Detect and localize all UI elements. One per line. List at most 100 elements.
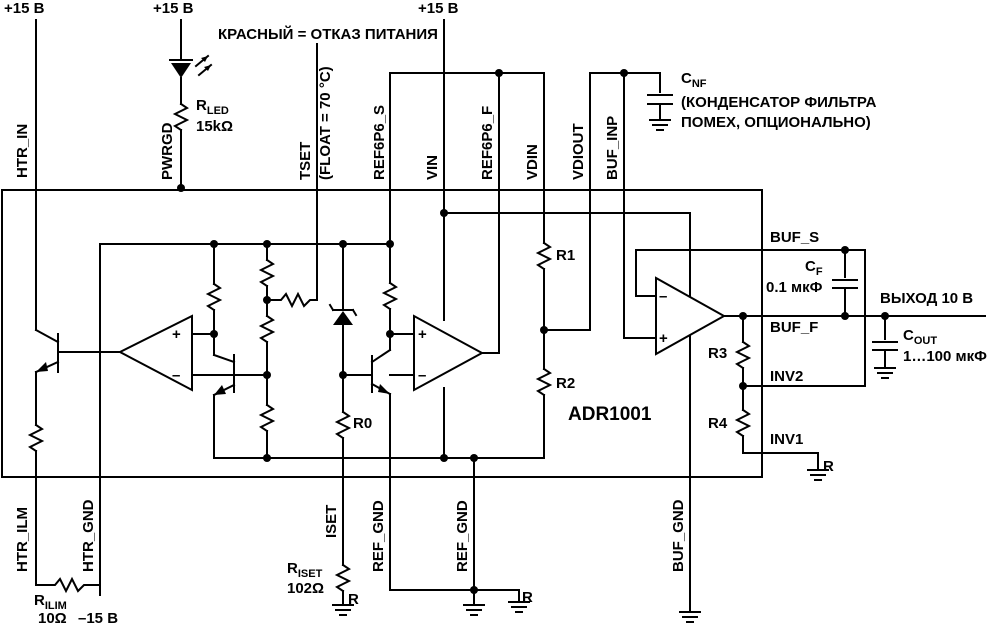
cnf-note-2: ПОМЕХ, ОПЦИОНАЛЬНО) [681, 114, 871, 131]
opamp2-plus: + [418, 326, 427, 343]
pin-iset: ISET [323, 505, 340, 538]
r1-label: R1 [556, 247, 575, 264]
r4-label: R4 [708, 415, 728, 432]
wire-vdiout [589, 72, 625, 331]
resistor-div1 [205, 282, 223, 312]
supply-label-1: +15 В [4, 0, 45, 17]
tset-float-note: (FLOAT = 70 °C) [317, 66, 334, 180]
resistor-div2a [258, 258, 276, 288]
q2-arrow [214, 385, 226, 395]
opamp3-plus: + [659, 330, 668, 347]
q3-collector [370, 348, 392, 364]
riset-value: 102Ω [287, 580, 324, 597]
wire-cnf [623, 72, 661, 93]
cout-label: COUT [903, 327, 937, 347]
pin-tset: TSET [297, 142, 314, 180]
junction-div1 [210, 330, 218, 338]
ground-icon-inv1 [807, 469, 829, 481]
heater-transistor-arrow [36, 362, 48, 372]
capacitor-cf [832, 249, 858, 317]
led-note: КРАСНЫЙ = ОТКАЗ ПИТАНИЯ [218, 25, 438, 43]
wire-inv1 [742, 435, 819, 471]
zener-diode-icon [328, 303, 358, 325]
junction-div2 [263, 371, 271, 379]
r3-label: R3 [708, 345, 727, 362]
wire-bottom-rail [266, 394, 545, 459]
q2-collector [212, 353, 236, 364]
wire-ref6p6-bus [389, 72, 545, 241]
heater-opamp [117, 314, 193, 392]
opamp3-minus: – [659, 288, 667, 305]
ref-opamp [413, 314, 485, 392]
resistor-r2 [535, 367, 553, 397]
pin-ref6p6-s: REF6P6_S [371, 105, 388, 180]
junction-pwrgd [177, 184, 185, 192]
rled-value: 15kΩ [196, 118, 233, 135]
opamp1-minus: – [172, 367, 180, 384]
cf-label: CF [805, 258, 823, 278]
resistor-tset [266, 291, 318, 309]
wire-q2-emitter [213, 394, 268, 459]
supply-label-2: +15 В [153, 0, 194, 17]
cf-value: 0.1 мкФ [766, 279, 823, 296]
ground-icon-ref-r [508, 601, 530, 613]
ground-label-inv1: R [823, 458, 834, 475]
resistor-r4 [734, 408, 752, 438]
wire-htr-gnd-rail [99, 243, 391, 596]
wire-vin-to-buffer [443, 212, 691, 297]
q3-arrow [378, 384, 390, 394]
resistor-r3 [734, 340, 752, 370]
heater-transistor-collector [34, 328, 60, 344]
pin-buf-inp: BUF_INP [604, 116, 621, 180]
cout-value: 1…100 мкФ [903, 348, 987, 365]
pin-ref-gnd-2: REF_GND [454, 500, 471, 572]
resistor-div2c [258, 403, 276, 433]
pin-htr-ilm: HTR_ILM [14, 507, 31, 572]
pin-pwrgd: PWRGD [159, 122, 176, 180]
pin-ref6p6-f: REF6P6_F [479, 106, 496, 180]
pin-buf-gnd: BUF_GND [670, 499, 687, 572]
pin-vdin: VDIN [524, 144, 541, 180]
resistor-r1 [535, 241, 553, 271]
resistor-r0 [334, 410, 352, 440]
rilim-label: RILIM [34, 592, 67, 612]
resistor-ref-s [381, 281, 399, 311]
pin-inv1: INV1 [770, 431, 803, 448]
ground-icon-riset [332, 604, 354, 616]
opamp1-plus: + [172, 326, 181, 343]
capacitor-cout [872, 315, 898, 379]
resistor-rilim [35, 576, 101, 594]
resistor-div2b [258, 314, 276, 344]
rilim-value: 10Ω [38, 610, 67, 627]
wire-buf-s [635, 249, 846, 297]
pin-vin: VIN [424, 155, 441, 180]
resistor-riset [334, 563, 352, 593]
pin-vdiout: VDIOUT [570, 123, 587, 180]
pin-htr-in: HTR_IN [14, 124, 31, 178]
wire-ref-gnd-join [389, 589, 520, 603]
cnf-note-1: (КОНДЕНСАТОР ФИЛЬТРА [681, 94, 877, 111]
pin-buf-s: BUF_S [770, 229, 819, 246]
ground-label-riset: R [348, 591, 359, 608]
r0-label: R0 [353, 415, 372, 432]
output-label: ВЫХОД 10 В [880, 290, 973, 307]
pin-ref-gnd-1: REF_GND [370, 500, 387, 572]
resistor-heater-sense [27, 423, 45, 453]
ic-title: ADR1001 [568, 404, 652, 425]
ic-body [1, 189, 763, 478]
ground-icon-buf [679, 611, 701, 623]
pin-inv2: INV2 [770, 368, 803, 385]
supply-label-neg: –15 В [78, 610, 118, 627]
pin-buf-f: BUF_F [770, 319, 818, 336]
ground-label-ref: R [522, 589, 533, 606]
resistor-rled [172, 102, 190, 132]
led-icon [169, 54, 213, 78]
capacitor-cnf [647, 94, 673, 131]
ground-icon-ref [463, 604, 485, 616]
cnf-label: CNF [681, 70, 707, 90]
r2-label: R2 [556, 375, 575, 392]
riset-label: RISET [287, 560, 323, 580]
opamp2-minus: – [418, 367, 426, 384]
rled-label: RLED [196, 97, 229, 117]
